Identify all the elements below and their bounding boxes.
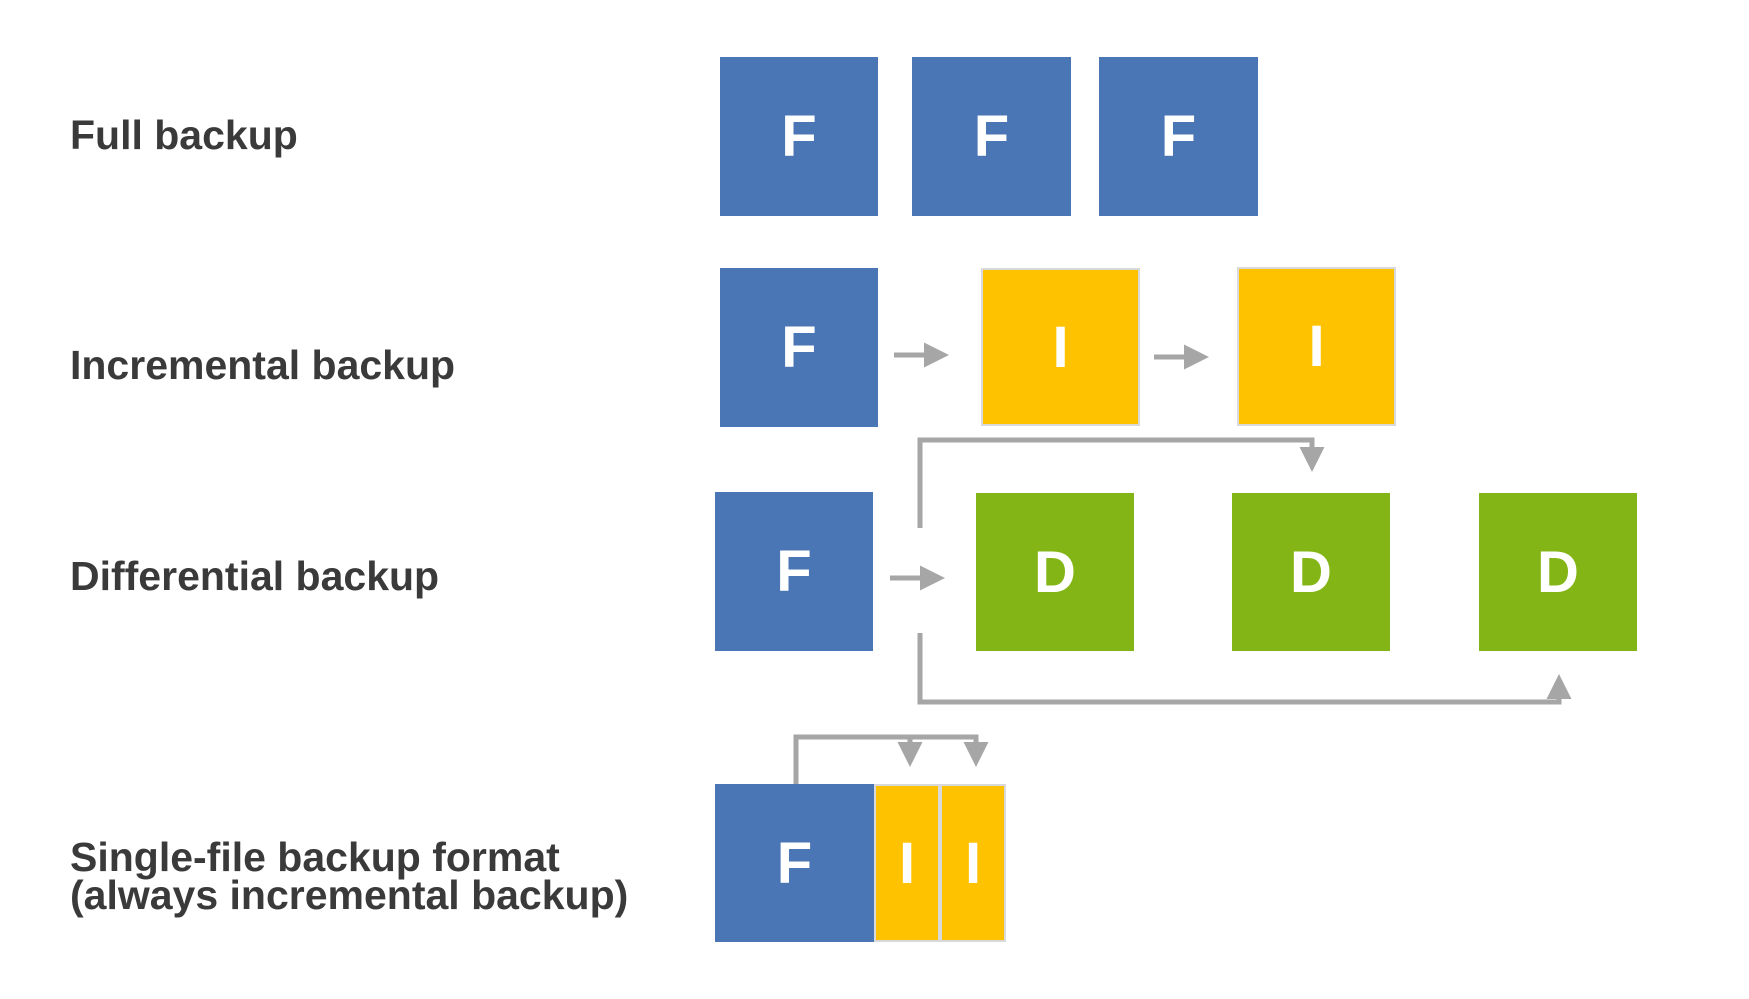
incremental-box-2: I — [1237, 267, 1396, 426]
single-file-backup-label: Single-file backup format (always increm… — [70, 834, 629, 918]
differential-box-2: D — [1232, 493, 1390, 651]
differential-arrow-3 — [917, 633, 1572, 705]
single-file-full-box: F — [715, 784, 874, 942]
single-file-inc-box-2: I — [940, 784, 1006, 942]
single-file-label-line1: Single-file backup format — [70, 834, 560, 880]
single-file-label-line2: (always incremental backup) — [70, 872, 629, 918]
full-backup-box-1: F — [720, 57, 878, 216]
single-file-arrow-1 — [793, 734, 923, 784]
differential-box-1: D — [976, 493, 1134, 651]
differential-box-3: D — [1479, 493, 1637, 651]
differential-arrow-2 — [917, 437, 1325, 528]
incremental-full-box: F — [720, 268, 878, 427]
incremental-backup-label: Incremental backup — [70, 342, 456, 388]
differential-backup-label: Differential backup — [70, 553, 440, 599]
single-file-inc-box-1: I — [874, 784, 940, 942]
full-backup-box-3: F — [1099, 57, 1258, 216]
differential-full-box: F — [715, 492, 873, 651]
full-backup-label: Full backup — [70, 112, 298, 158]
full-backup-box-2: F — [912, 57, 1071, 216]
incremental-box-1: I — [981, 268, 1140, 426]
single-file-arrow-2 — [910, 734, 989, 767]
